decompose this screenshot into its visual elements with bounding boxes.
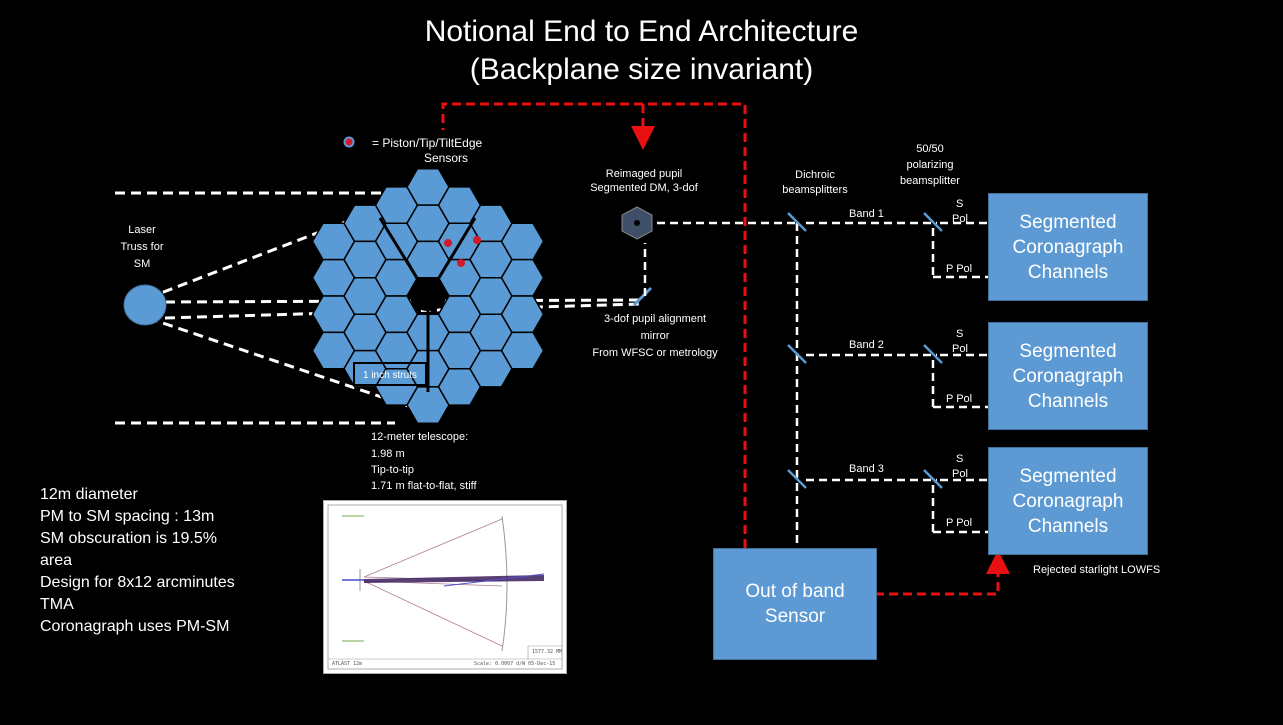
laser-label-3: SM — [133, 258, 151, 270]
legend-sensor-dot — [343, 136, 355, 148]
telescope-label-3: Tip-to-tip — [371, 464, 414, 476]
dichroic-2 — [787, 344, 807, 364]
s-label-3: S — [956, 453, 964, 465]
note-line: PM to SM spacing : 13m — [40, 508, 215, 525]
note-line: SM obscuration is 19.5% — [40, 530, 217, 547]
note-line: area — [40, 552, 73, 569]
design-notes: 12m diameter PM to SM spacing : 13m SM o… — [40, 484, 235, 638]
polarizer-2 — [923, 344, 943, 364]
note-line: Coronagraph uses PM-SM — [40, 618, 230, 635]
title-line2: (Backplane size invariant) — [469, 53, 814, 86]
inset-caption-right: Scale: 0.0007 d/W 05-Dec-15 — [474, 661, 556, 667]
telescope-label-1: 12-meter telescope: — [371, 431, 469, 443]
channel-line2: Coronagraph — [1012, 490, 1124, 512]
sensor-dot — [444, 239, 452, 247]
dm-label-1: Reimaged pupil — [605, 168, 683, 180]
truss-upper-diagonal — [147, 201, 396, 300]
inset-caption-left: ATLAST 12m — [332, 661, 363, 667]
white-beam-paths — [643, 221, 988, 548]
dichroic-1 — [787, 212, 807, 232]
channel-line1: Segmented — [1019, 465, 1117, 487]
optical-layout-drawing — [327, 504, 563, 670]
s-label-2: S — [956, 328, 964, 340]
polarizing-label-1: 50/50 — [916, 143, 944, 155]
sensor-dot — [457, 259, 465, 267]
s-label-1: S — [956, 198, 964, 210]
p-pol-label-1: P Pol — [946, 263, 973, 275]
channel-line1: Segmented — [1019, 211, 1117, 233]
polarizing-label-3: beamsplitter — [900, 175, 960, 187]
channel-line3: Channels — [1027, 261, 1109, 283]
central-obscuration — [410, 281, 446, 311]
alignment-mirror — [632, 286, 653, 307]
telescope-label-2: 1.98 m — [371, 448, 405, 460]
beamsplitters — [787, 212, 943, 489]
strut-label: 1 inch struts — [363, 370, 417, 381]
alignment-label-1: 3-dof pupil alignment — [603, 313, 707, 325]
dichroic-label-1: Dichroic — [795, 169, 835, 181]
red-feedback-paths — [441, 102, 1010, 596]
legend-label-1: = Piston/Tip/TiltEdge — [372, 136, 483, 150]
secondary-mirror — [123, 284, 167, 326]
optical-layout-inset: ATLAST 12m Scale: 0.0007 d/W 05-Dec-15 1… — [323, 500, 567, 674]
p-pol-label-3: P Pol — [946, 517, 973, 529]
dichroic-3 — [787, 469, 807, 489]
channel-line2: Coronagraph — [1012, 236, 1124, 258]
dichroic-label-2: beamsplitters — [782, 184, 848, 196]
laser-truss-lines — [115, 191, 641, 425]
lowfs-label: Rejected starlight LOWFS — [1033, 564, 1161, 576]
dm-label-2: Segmented DM, 3-dof — [590, 182, 698, 194]
oob-line1: Out of band — [745, 581, 845, 602]
sensor-dot — [473, 236, 481, 244]
alignment-label-3: From WFSC or metrology — [592, 347, 718, 359]
oob-line2: Sensor — [764, 606, 826, 627]
alignment-label-2: mirror — [640, 330, 670, 342]
polarizer-1 — [923, 212, 943, 232]
inset-scale-label: 1577.32 MM — [532, 649, 563, 655]
mirror-segment — [500, 331, 545, 370]
band-2-label: Band 2 — [849, 339, 884, 351]
strut-label-frame — [353, 362, 427, 386]
channel-line2: Coronagraph — [1012, 365, 1124, 387]
polarizing-label-2: polarizing — [906, 159, 954, 171]
telescope-label-4: 1.71 m flat-to-flat, stiff — [371, 480, 477, 492]
note-line: TMA — [40, 596, 74, 613]
title-line1: Notional End to End Architecture — [424, 15, 859, 48]
s-pol-label-3: Pol — [952, 468, 968, 480]
s-pol-label-1: Pol — [952, 213, 968, 225]
p-pol-label-2: P Pol — [946, 393, 973, 405]
s-pol-label-2: Pol — [952, 343, 968, 355]
polarizer-3 — [923, 469, 943, 489]
laser-label-1: Laser — [128, 224, 156, 236]
laser-label-2: Truss for — [120, 241, 164, 253]
note-line: Design for 8x12 arcminutes — [40, 574, 235, 591]
band-1-label: Band 1 — [849, 208, 884, 220]
channel-line3: Channels — [1027, 390, 1109, 412]
segmented-dm — [621, 206, 653, 240]
edge-sensor-dots — [444, 236, 481, 267]
legend-label-2: Sensors — [424, 151, 469, 165]
band-3-label: Band 3 — [849, 463, 884, 475]
channel-line1: Segmented — [1019, 340, 1117, 362]
note-line: 12m diameter — [40, 486, 138, 503]
primary-mirror — [311, 167, 545, 425]
channel-line3: Channels — [1027, 515, 1109, 537]
